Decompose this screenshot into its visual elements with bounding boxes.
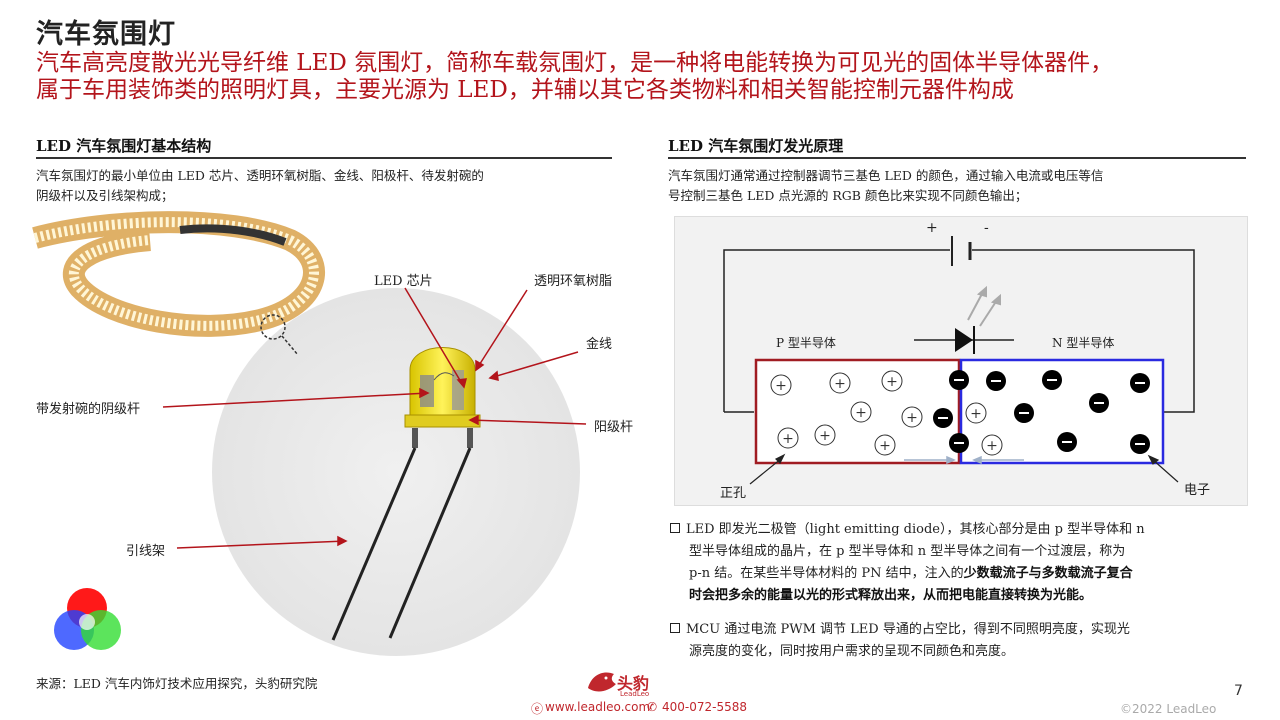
- bullet-1-line-4-bold: 时会把多余的能量以光的形式释放出来，从而把电能直接转换为光能。: [689, 588, 1093, 603]
- website-link[interactable]: www.leadleo.com: [545, 700, 651, 714]
- magnifier-circle: [212, 288, 580, 656]
- svg-text:+: +: [886, 374, 898, 390]
- bullet-1-line-3-bold: 少数载流子与多数载流子复合: [963, 566, 1133, 581]
- callout-gold-wire: 金线: [586, 337, 613, 352]
- svg-text:+: +: [986, 438, 998, 454]
- led-structure-illustration: [32, 211, 587, 656]
- svg-text:+: +: [906, 410, 918, 426]
- copyright: ©2022 LeadLeo: [1120, 702, 1217, 716]
- page-subtitle: 汽车高亮度散光光导纤维 LED 氛围灯，简称车载氛围灯，是一种将电能转换为可见光…: [36, 50, 1261, 104]
- right-desc-line-2: 号控制三基色 LED 点光源的 RGB 颜色比来实现不同颜色输出；: [668, 188, 1028, 203]
- right-section-description: 汽车氛围灯通常通过控制器调节三基色 LED 的颜色，通过输入电流或电压等信 号控…: [668, 166, 1248, 206]
- battery-minus-label: -: [984, 220, 989, 236]
- hole-label: 正孔: [720, 486, 747, 501]
- circuit-wires: [723, 249, 1195, 413]
- subtitle-line-2: 属于车用装饰类的照明灯具，主要光源为 LED，并辅以其它各类物料和相关智能控制元…: [36, 77, 1014, 103]
- callout-anode: 阳级杆: [594, 420, 634, 435]
- logo-name: 头豹: [617, 674, 650, 693]
- bullet-1-line-2: 型半导体组成的晶片，在 p 型半导体和 n 型半导体之间有一个过渡层，称为: [689, 544, 1126, 559]
- pn-junction-diagram: + + + + + + + + + +: [723, 236, 1195, 485]
- left-desc-line-1: 汽车氛围灯的最小单位由 LED 芯片、透明环氧树脂、金线、阳极杆、待发射碗的: [36, 168, 484, 183]
- page-number: 7: [1234, 683, 1243, 699]
- website-icon: ⓔ: [531, 702, 544, 716]
- callout-lead-frame: 引线架: [126, 544, 166, 559]
- led-strip-image: [32, 211, 325, 356]
- electrons: [933, 370, 1150, 454]
- svg-text:+: +: [879, 438, 891, 454]
- holes: + + + + + + + + + +: [770, 370, 1003, 456]
- right-desc-line-1: 汽车氛围灯通常通过控制器调节三基色 LED 的颜色，通过输入电流或电压等信: [668, 168, 1104, 183]
- source-note: 来源：LED 汽车内饰灯技术应用探究，头豹研究院: [36, 676, 318, 691]
- bullet-1-line-1: LED 即发光二极管（light emitting diode），其核心部分是由…: [686, 522, 1145, 537]
- callout-arrows: [162, 287, 587, 549]
- bullet-2-line-2: 源亮度的变化，同时按用户需求的呈现不同颜色和亮度。: [689, 644, 1015, 659]
- rgb-color-icon: [54, 588, 121, 650]
- svg-text:+: +: [855, 405, 867, 421]
- bullet-led-principle: LED 即发光二极管（light emitting diode），其核心部分是由…: [670, 519, 1240, 607]
- n-type-label: N 型半导体: [1052, 336, 1115, 350]
- left-section-description: 汽车氛围灯的最小单位由 LED 芯片、透明环氧树脂、金线、阳极杆、待发射碗的 阴…: [36, 166, 616, 206]
- svg-text:+: +: [834, 376, 846, 392]
- right-section-heading: LED 汽车氛围灯发光原理: [668, 137, 844, 155]
- bullet-1-line-3: p-n 结。在某些半导体材料的 PN 结中，注入的: [689, 566, 964, 581]
- left-desc-line-2: 阴级杆以及引线架构成；: [36, 188, 174, 203]
- right-section-rule: [668, 157, 1246, 159]
- electron-label: 电子: [1184, 483, 1211, 498]
- label-arrows: [749, 453, 1179, 485]
- leopard-logo-icon: [588, 672, 616, 692]
- subtitle-line-1: 汽车高亮度散光光导纤维 LED 氛围灯，简称车载氛围灯，是一种将电能转换为可见光…: [36, 50, 1114, 76]
- callout-cathode: 带发射碗的阴级杆: [36, 402, 141, 417]
- phone-number[interactable]: 400-072-5588: [662, 700, 748, 714]
- left-section-rule: [36, 157, 612, 159]
- battery-icon: [951, 236, 972, 266]
- svg-text:+: +: [782, 431, 794, 447]
- callout-led-chip: LED 芯片: [374, 274, 433, 289]
- page-title: 汽车氛围灯: [36, 19, 176, 50]
- callout-epoxy: 透明环氧树脂: [534, 274, 613, 289]
- diode-icon: [955, 285, 1001, 354]
- checkbox-bullet-icon: [670, 523, 680, 533]
- svg-text:+: +: [775, 378, 787, 394]
- bullet-mcu-pwm: MCU 通过电流 PWM 调节 LED 导通的占空比，得到不同照明亮度，实现光 …: [670, 619, 1240, 663]
- p-type-label: P 型半导体: [776, 336, 836, 350]
- bullet-2-line-1: MCU 通过电流 PWM 调节 LED 导通的占空比，得到不同照明亮度，实现光: [686, 622, 1130, 637]
- left-section-heading: LED 汽车氛围灯基本结构: [36, 137, 212, 155]
- battery-plus-label: +: [926, 220, 938, 236]
- svg-text:+: +: [819, 428, 831, 444]
- movement-arrows: [904, 455, 1024, 465]
- checkbox-bullet-icon: [670, 623, 680, 633]
- logo-sub: LeadLeo: [620, 690, 650, 698]
- phone-icon: ✆: [647, 700, 658, 714]
- svg-text:+: +: [970, 406, 982, 422]
